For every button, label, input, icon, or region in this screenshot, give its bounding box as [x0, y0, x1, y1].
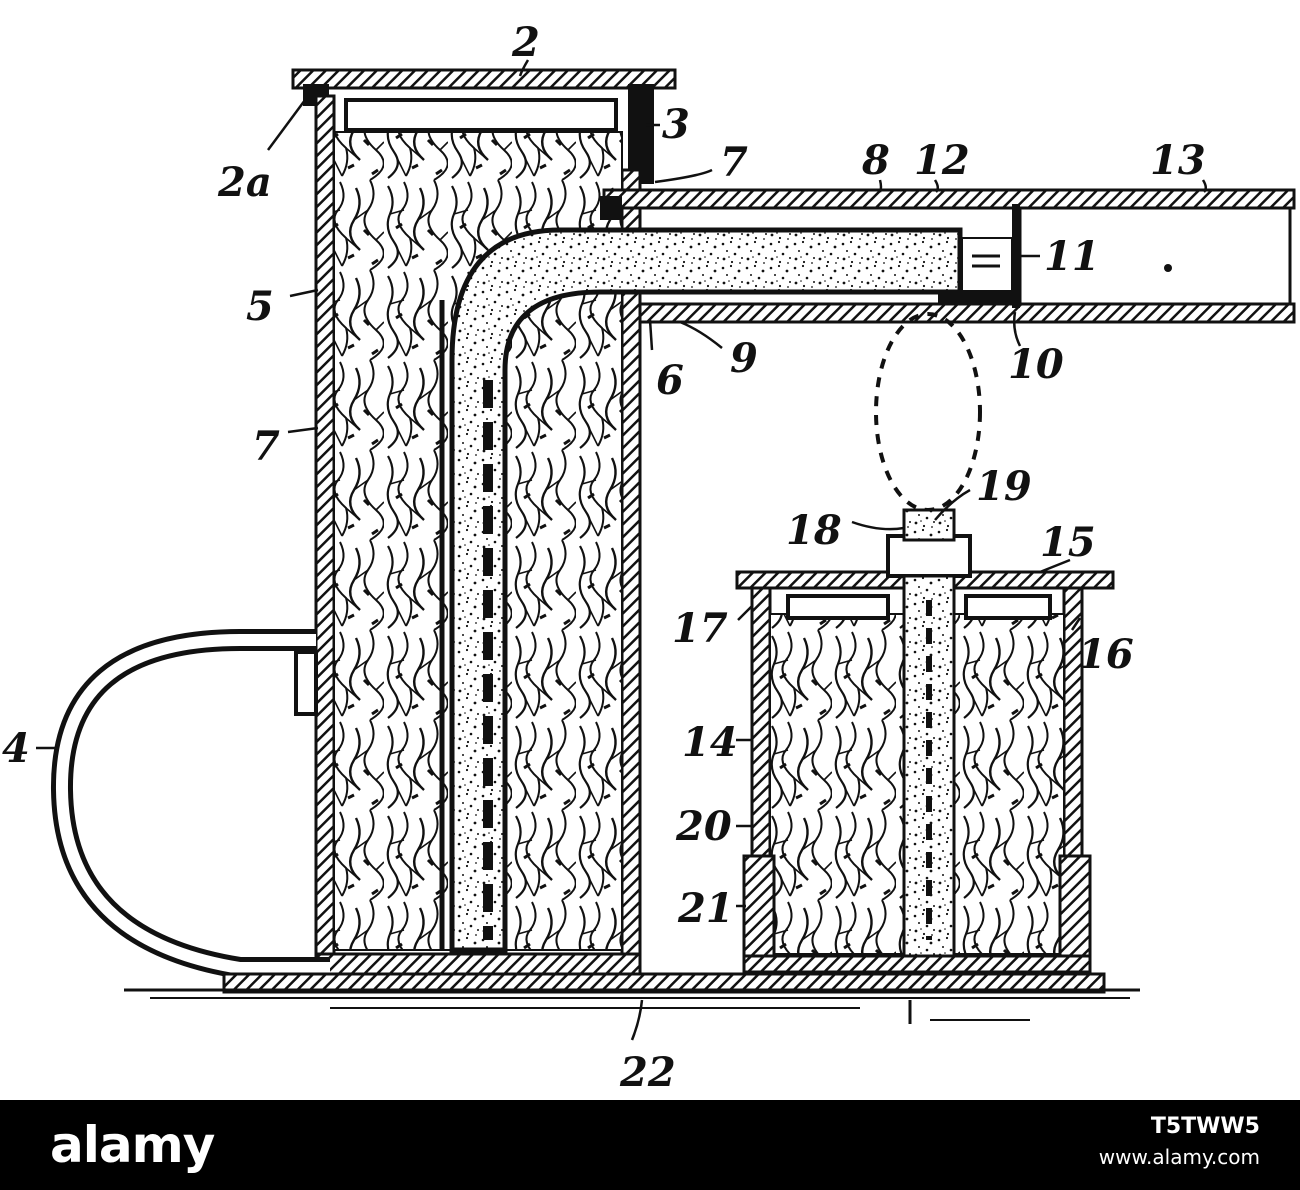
brand-logo[interactable]: alamy: [50, 1116, 215, 1174]
label-12: 12: [914, 137, 970, 184]
label-2: 2: [511, 19, 540, 66]
label-7-top: 7: [720, 139, 748, 186]
wick-tube: [449, 227, 963, 953]
label-5: 5: [246, 283, 274, 330]
label-9: 9: [730, 335, 758, 382]
label-17: 17: [672, 605, 728, 652]
label-14: 14: [682, 719, 738, 766]
label-15: 15: [1040, 519, 1096, 566]
label-20: 20: [675, 803, 732, 850]
label-7-left: 7: [252, 423, 280, 470]
stock-image-id: T5TWW5 www.alamy.com: [1099, 1114, 1260, 1169]
base-plate: [124, 972, 1140, 1024]
label-8: 8: [861, 137, 890, 184]
label-22: 22: [619, 1049, 676, 1096]
label-3: 3: [662, 101, 690, 148]
flame-outline: [874, 312, 982, 512]
label-2a: 2a: [217, 159, 272, 206]
label-13: 13: [1150, 137, 1206, 184]
label-10: 10: [1008, 341, 1064, 388]
site-url[interactable]: www.alamy.com: [1098, 1145, 1260, 1169]
label-19: 19: [976, 463, 1032, 510]
label-21: 21: [677, 885, 734, 932]
burner-arm: [600, 188, 1296, 324]
leader-lines: [36, 59, 1207, 1041]
label-4: 4: [2, 725, 30, 772]
reference-labels: 2 2a 3 7 8 12 13 11 5 6 9 10 7 18 19 15 …: [2, 19, 1206, 1096]
label-18: 18: [786, 507, 842, 554]
label-6: 6: [656, 357, 684, 404]
small-lamp: [735, 508, 1115, 974]
label-11: 11: [1044, 233, 1100, 280]
canister-handle: [50, 629, 330, 979]
stock-footer: alamy T5TWW5 www.alamy.com: [0, 1100, 1300, 1190]
label-16: 16: [1078, 631, 1134, 678]
image-code: T5TWW5: [1150, 1114, 1260, 1139]
patent-drawing: 2 2a 3 7 8 12 13 11 5 6 9 10 7 18 19 15 …: [2, 19, 1296, 1096]
